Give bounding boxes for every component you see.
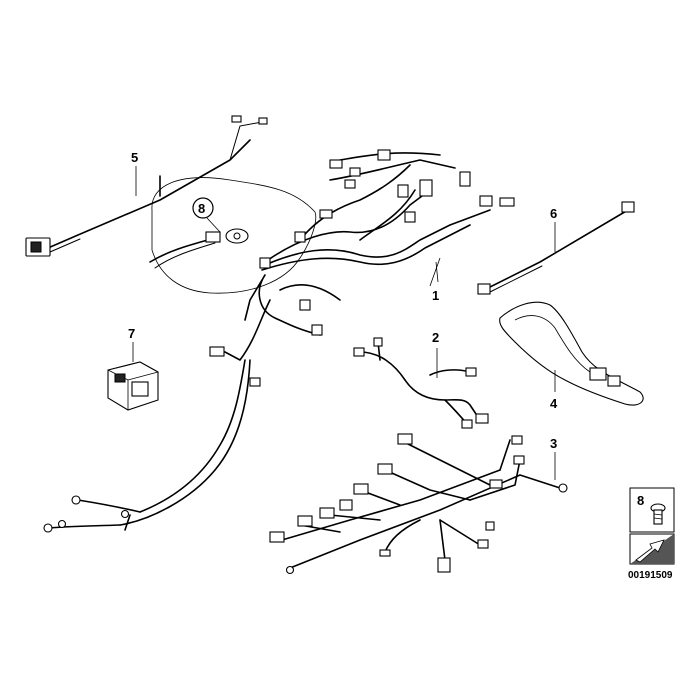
- part-5-cable[interactable]: [25, 115, 268, 257]
- part-6-cable[interactable]: [477, 201, 635, 295]
- reference-number: 00191509: [628, 570, 673, 581]
- callout-2: 2: [432, 330, 439, 345]
- callout-3: 3: [550, 436, 557, 451]
- part-4-cover[interactable]: [499, 301, 644, 406]
- callout-labels: 1 2 3 4 5 6 7 8: [128, 150, 558, 451]
- callout-7: 7: [128, 326, 135, 341]
- callout-5: 5: [131, 150, 138, 165]
- leader-lines: [132, 166, 556, 480]
- part-7-module[interactable]: [107, 361, 159, 411]
- part-3-harness[interactable]: [269, 433, 568, 575]
- legend-box: 8 00191509: [628, 487, 675, 581]
- callout-6: 6: [550, 206, 557, 221]
- callout-1: 1: [432, 288, 439, 303]
- detail-bubble: [149, 177, 317, 294]
- callout-4: 4: [550, 396, 558, 411]
- legend-part-number: 8: [637, 493, 644, 508]
- arrow-icon: [630, 534, 674, 564]
- detail-callout-8: 8: [198, 201, 205, 216]
- bolt-icon: [650, 503, 666, 525]
- part-1-main-harness[interactable]: [43, 149, 515, 533]
- detail-callout-circle: [192, 197, 214, 219]
- part-2-harness[interactable]: [353, 337, 489, 429]
